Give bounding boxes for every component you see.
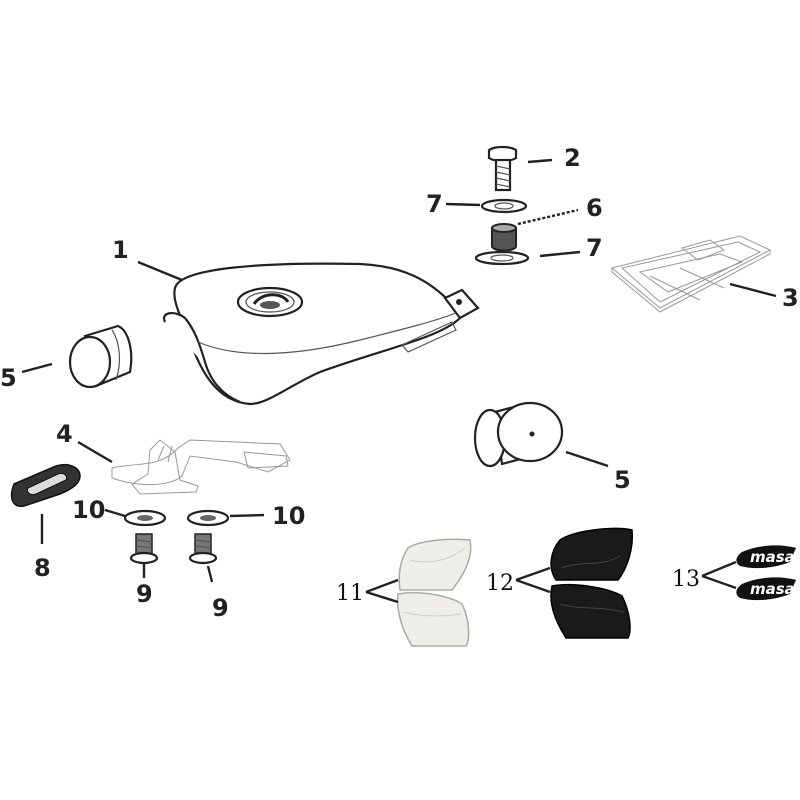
callout-7-upper: 7 bbox=[426, 190, 443, 218]
tank-pad-light-upper-part bbox=[398, 538, 472, 591]
leader-lines bbox=[21, 158, 777, 604]
callout-8: 8 bbox=[34, 554, 51, 582]
decal-upper-part: masai bbox=[736, 545, 800, 569]
callout-6: 6 bbox=[586, 194, 603, 222]
callout-10-right: 10 bbox=[272, 502, 305, 530]
screw-9-right-part bbox=[188, 533, 218, 565]
decal-upper-logo-text: masai bbox=[750, 548, 800, 566]
rubber-bushing-part bbox=[491, 223, 517, 252]
fuel-tank-part bbox=[162, 262, 480, 406]
callout-10-left: 10 bbox=[72, 496, 105, 524]
callout-3: 3 bbox=[782, 284, 799, 312]
mounting-bracket-part bbox=[610, 235, 772, 313]
callout-5-left: 5 bbox=[0, 364, 17, 392]
bolt-part bbox=[487, 145, 518, 192]
knee-rubber-right-part bbox=[473, 401, 564, 468]
callout-13: 13 bbox=[672, 567, 700, 592]
callout-4: 4 bbox=[56, 420, 73, 448]
gasket-part bbox=[10, 464, 81, 508]
callout-11: 11 bbox=[336, 581, 364, 606]
washer-10-right-part bbox=[186, 509, 230, 527]
screw-9-left-part bbox=[129, 533, 159, 565]
decal-lower-logo-text: masai bbox=[750, 580, 800, 598]
fuel-sender-part bbox=[111, 439, 291, 495]
tank-pad-dark-upper-part bbox=[550, 527, 634, 581]
callout-labels: 1 2 7 6 7 3 5 4 5 8 10 10 9 9 11 12 13 bbox=[0, 144, 799, 622]
callout-1: 1 bbox=[112, 236, 129, 264]
tank-pad-dark-lower-part bbox=[550, 583, 631, 639]
callout-5-right: 5 bbox=[614, 466, 631, 494]
callout-9-right: 9 bbox=[212, 594, 229, 622]
callout-9-left: 9 bbox=[136, 580, 153, 608]
washer-lower-part bbox=[474, 250, 530, 266]
washer-upper-part bbox=[480, 198, 528, 214]
washer-10-left-part bbox=[123, 509, 167, 527]
knee-rubber-left-part bbox=[68, 324, 133, 389]
decal-lower-part: masai bbox=[736, 577, 800, 601]
tank-pad-light-lower-part bbox=[396, 591, 470, 647]
callout-12: 12 bbox=[486, 571, 514, 596]
callout-7-lower: 7 bbox=[586, 234, 603, 262]
callout-2: 2 bbox=[564, 144, 581, 172]
